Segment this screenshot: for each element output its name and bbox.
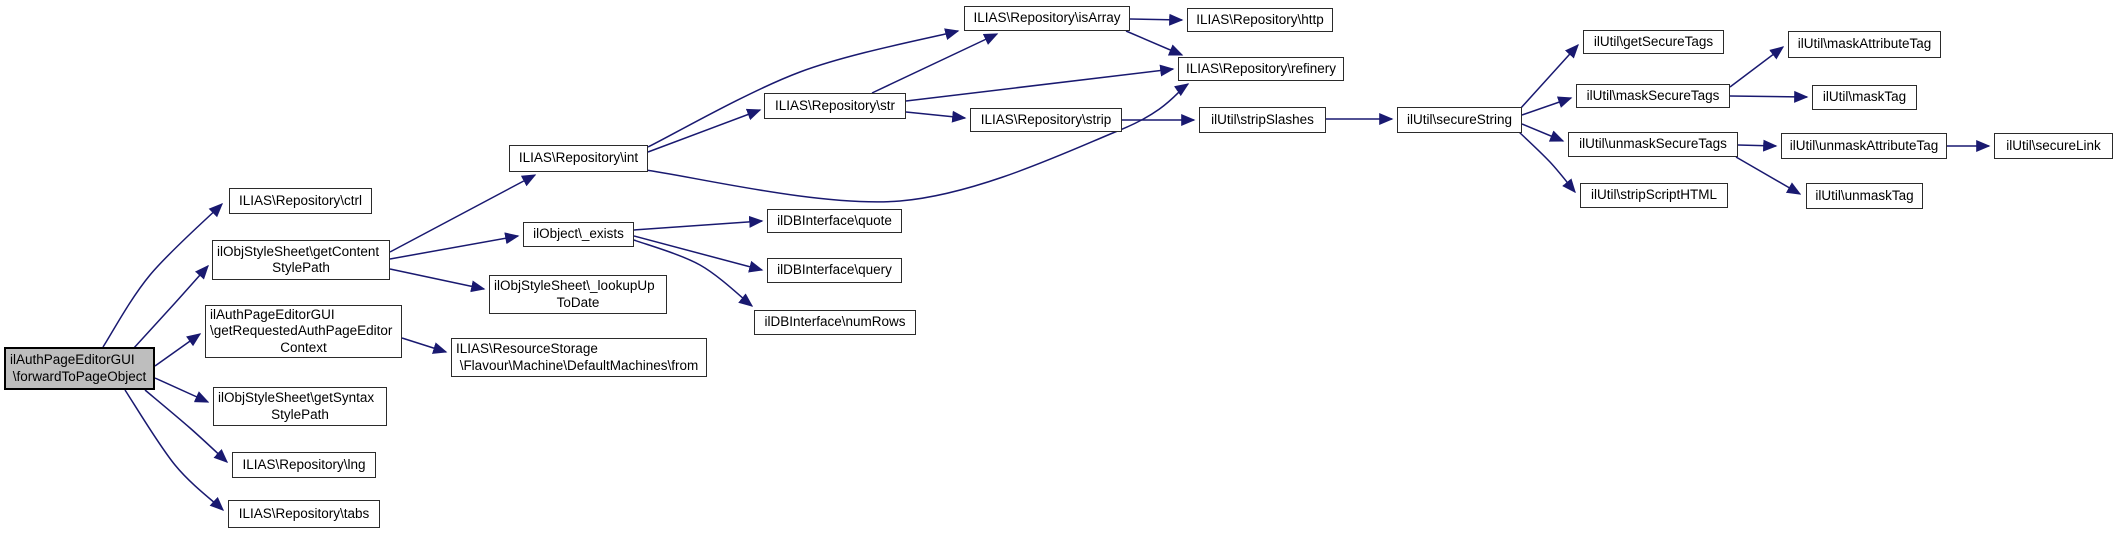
edge-secure-string--unmask-secure-tags	[1521, 123, 1565, 142]
graph-node-mask-secure-tags[interactable]: ilUtil\maskSecureTags	[1576, 84, 1730, 108]
node-label-line: ILIAS\Repository\int	[518, 150, 639, 166]
node-label-line: ILIAS\Repository\http	[1196, 11, 1324, 27]
edge-secure-string--get-secure-tags	[1519, 43, 1579, 110]
node-label-line: ilUtil\unmaskTag	[1815, 187, 1914, 203]
node-label-line: ilUtil\stripSlashes	[1211, 111, 1314, 127]
node-label-line: ToDate	[556, 294, 600, 310]
node-label-line: ilObjStyleSheet\getSyntax	[218, 390, 375, 405]
graph-node-ilobject-exists[interactable]: ilObject\_exists	[523, 222, 634, 247]
edge-secure-string--strip-script-html	[1517, 130, 1576, 194]
edge-forward-to-page-object--repo-tabs	[124, 389, 225, 511]
edge-unmask-secure-tags--unmask-tag	[1735, 156, 1802, 195]
node-label-line: ilUtil\stripScriptHTML	[1590, 187, 1717, 203]
graph-node-repo-strip[interactable]: ILIAS\Repository\strip	[970, 108, 1122, 132]
node-label-line: ILIAS\Repository\ctrl	[238, 192, 363, 208]
edge-group	[102, 13, 1991, 511]
node-label-line: ilObject\_exists	[533, 226, 624, 242]
graph-node-secure-string[interactable]: ilUtil\secureString	[1397, 107, 1522, 133]
graph-node-get-secure-tags[interactable]: ilUtil\getSecureTags	[1583, 30, 1724, 54]
node-label-line: ilUtil\getSecureTags	[1593, 33, 1714, 49]
node-label-line: ILIAS\Repository\strip	[980, 111, 1112, 127]
graph-node-repo-tabs[interactable]: ILIAS\Repository\tabs	[228, 500, 380, 528]
node-label-line: ilUtil\secureLink	[2006, 137, 2101, 153]
edge-secure-string--mask-secure-tags	[1521, 96, 1573, 116]
edge-repo-str--repo-strip	[905, 110, 967, 123]
node-label-line: ilObjStyleSheet\_lookupUp	[494, 278, 655, 293]
edge-repo-str--repo-isarray	[871, 33, 999, 94]
edge-forward-to-page-object--get-content-style-path	[132, 264, 209, 350]
edge-get-content-style-path--ilobject-exists	[389, 232, 520, 260]
edge-get-content-style-path--repo-int	[389, 174, 537, 253]
edge-forward-to-page-object--get-syntax-style-path	[154, 377, 210, 403]
graph-node-unmask-tag[interactable]: ilUtil\unmaskTag	[1806, 183, 1923, 209]
node-label-line: ilObjStyleSheet\getContent	[217, 243, 380, 259]
node-label-line: ILIAS\Repository\isArray	[973, 10, 1121, 26]
graph-node-db-quote[interactable]: ilDBInterface\quote	[767, 209, 902, 233]
node-label-line: ilUtil\maskAttributeTag	[1797, 36, 1932, 52]
edge-get-content-style-path--lookup-up-to-date	[389, 268, 486, 293]
edge-unmask-secure-tags--unmask-attribute-tag	[1737, 139, 1778, 152]
node-label-line: ilAuthPageEditorGUI	[10, 352, 135, 367]
graph-node-unmask-attribute-tag[interactable]: ilUtil\unmaskAttributeTag	[1781, 133, 1947, 159]
node-label-line: Context	[280, 339, 327, 355]
node-label-line: ILIAS\Repository\lng	[242, 456, 366, 472]
graph-node-default-machines-from[interactable]: ILIAS\ResourceStorage\Flavour\Machine\De…	[451, 338, 707, 377]
node-label-line: ilDBInterface\query	[777, 262, 892, 278]
edge-forward-to-page-object--get-requested-auth-page-editor-context	[154, 333, 202, 367]
node-label-line: \forwardToPageObject	[12, 368, 147, 384]
node-label-line: \Flavour\Machine\DefaultMachines\from	[459, 357, 699, 373]
graph-node-db-query[interactable]: ilDBInterface\query	[767, 258, 902, 283]
node-label-line: ILIAS\Repository\refinery	[1185, 60, 1337, 76]
edge-repo-int--repo-isarray	[647, 28, 960, 148]
node-label-line: ilUtil\unmaskSecureTags	[1579, 136, 1727, 152]
graph-node-forward-to-page-object: ilAuthPageEditorGUI\forwardToPageObject	[4, 347, 155, 390]
edge-repo-int--repo-str	[647, 108, 762, 153]
node-label-line: ilUtil\maskTag	[1822, 89, 1907, 105]
node-label-line: ILIAS\Repository\str	[774, 97, 896, 113]
graph-node-strip-script-html[interactable]: ilUtil\stripScriptHTML	[1580, 183, 1728, 208]
graph-node-repo-lng[interactable]: ILIAS\Repository\lng	[232, 452, 376, 478]
graph-node-repo-refinery[interactable]: ILIAS\Repository\refinery	[1178, 57, 1344, 81]
edge-ilobject-exists--db-numrows	[633, 239, 754, 307]
node-label-line: ilUtil\unmaskAttributeTag	[1789, 137, 1939, 153]
edge-ilobject-exists--db-query	[633, 235, 764, 273]
graph-node-repo-int[interactable]: ILIAS\Repository\int	[509, 145, 648, 172]
graph-node-db-numrows[interactable]: ilDBInterface\numRows	[754, 310, 916, 335]
node-label-line: ilAuthPageEditorGUI	[210, 306, 335, 322]
edge-repo-int--repo-refinery	[644, 83, 1190, 203]
node-label-line: ilDBInterface\quote	[777, 212, 892, 228]
graph-node-mask-tag[interactable]: ilUtil\maskTag	[1812, 85, 1917, 110]
node-label-line: ILIAS\Repository\tabs	[238, 505, 370, 521]
graph-node-repo-ctrl[interactable]: ILIAS\Repository\ctrl	[229, 188, 372, 214]
graph-node-repo-isarray[interactable]: ILIAS\Repository\isArray	[964, 6, 1130, 31]
node-label-line: \getRequestedAuthPageEditor	[210, 323, 393, 339]
graph-node-mask-attribute-tag[interactable]: ilUtil\maskAttributeTag	[1788, 31, 1941, 58]
node-label-line: ilDBInterface\numRows	[764, 314, 906, 330]
graph-node-secure-link[interactable]: ilUtil\secureLink	[1994, 133, 2113, 159]
edge-forward-to-page-object--repo-lng	[144, 389, 229, 463]
graph-node-repo-http[interactable]: ILIAS\Repository\http	[1187, 8, 1333, 32]
node-label-line: ilUtil\maskSecureTags	[1586, 87, 1720, 103]
edge-forward-to-page-object--repo-ctrl	[102, 202, 224, 348]
node-label-line: StylePath	[271, 406, 329, 422]
edge-repo-str--repo-refinery	[905, 64, 1175, 102]
edge-repo-isarray--repo-http	[1129, 13, 1184, 26]
edge-repo-isarray--repo-refinery	[1125, 30, 1184, 56]
edge-get-requested-auth-page-editor-context--default-machines-from	[401, 337, 448, 354]
graph-node-repo-str[interactable]: ILIAS\Repository\str	[764, 93, 906, 119]
graph-node-get-requested-auth-page-editor-context[interactable]: ilAuthPageEditorGUI\getRequestedAuthPage…	[205, 305, 402, 358]
edge-ilobject-exists--db-quote	[633, 215, 764, 231]
graph-node-strip-slashes[interactable]: ilUtil\stripSlashes	[1199, 107, 1326, 133]
edge-mask-secure-tags--mask-tag	[1729, 90, 1809, 103]
node-label-line: ILIAS\ResourceStorage	[456, 341, 598, 356]
node-label-line: StylePath	[272, 260, 330, 275]
node-label-line: ilUtil\secureString	[1406, 111, 1513, 127]
graph-node-unmask-secure-tags[interactable]: ilUtil\unmaskSecureTags	[1568, 132, 1738, 157]
edge-mask-secure-tags--mask-attribute-tag	[1729, 46, 1785, 88]
